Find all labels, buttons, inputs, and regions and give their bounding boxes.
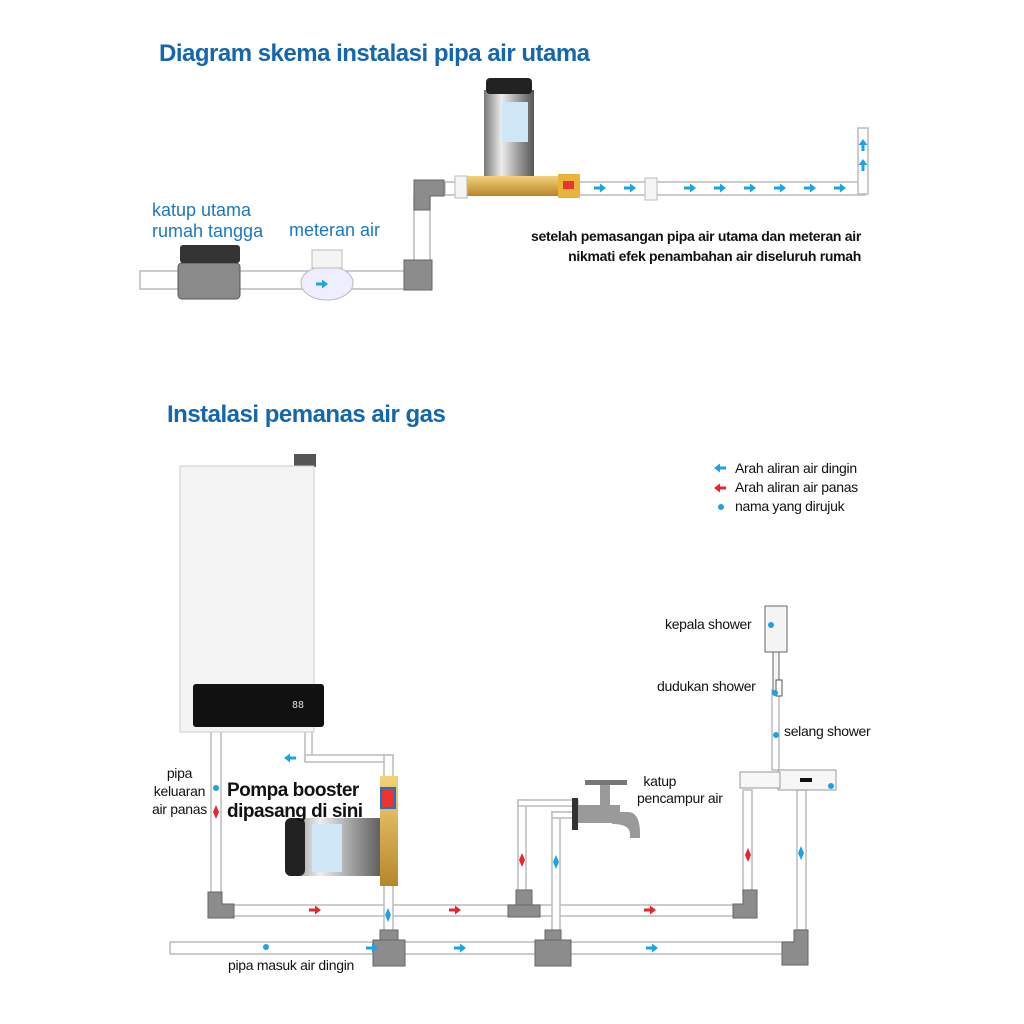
chimney [294, 454, 316, 467]
legend-dot-icon [718, 504, 724, 510]
label-mixer-valve-line: pencampur air [637, 790, 723, 806]
cold-flow-arrow-icon [858, 139, 868, 151]
hot-flow-arrow-icon [449, 905, 461, 915]
section2-title: Instalasi pemanas air gas [167, 401, 446, 428]
reference-dot-icon [828, 783, 834, 789]
hot-flow-arrow-icon [644, 905, 656, 915]
cold-flow-arrow-icon [316, 279, 328, 289]
elbow-fitting [781, 929, 809, 966]
tap-hot-pipe-v [517, 799, 527, 896]
label-shower-hose: selang shower [784, 723, 871, 739]
cold-flow-arrow-icon [284, 753, 296, 763]
svg-text:88: 88 [292, 700, 304, 711]
label-hot-out: pipa keluaran air panas [152, 764, 207, 818]
reference-dot-icon [263, 944, 269, 950]
installation-note: setelah pemasangan pipa air utama dan me… [531, 226, 861, 266]
cold-flow-arrow-icon [454, 943, 466, 953]
cold-flow-arrow-icon [366, 943, 378, 953]
hot-flow-arrow-icon [213, 805, 219, 819]
label-hot-out-line: keluaran [153, 783, 206, 799]
cold-flow-arrow-icon [594, 183, 606, 193]
label-booster-line: Pompa booster [227, 780, 359, 801]
cold-flow-arrow-icon [385, 908, 391, 922]
legend-cold: Arah aliran air dingin [735, 460, 857, 476]
cold-flow-arrow-icon [553, 855, 559, 869]
label-booster-line: dipasang di sini [227, 801, 363, 822]
legend-cold-arrow-icon [714, 463, 726, 473]
label-shower-holder: dudukan shower [657, 678, 756, 694]
cold-flow-arrow-icon [834, 183, 846, 193]
shower-holder [775, 679, 783, 697]
reference-dot-icon [213, 785, 219, 791]
cold-flow-arrow-icon [684, 183, 696, 193]
main-valve-body [177, 262, 241, 300]
section1-title: Diagram skema instalasi pipa air utama [159, 40, 590, 67]
heater-cold-pipe-h [304, 754, 394, 763]
label-cold-in: pipa masuk air dingin [228, 957, 354, 973]
elbow-fitting [413, 179, 445, 211]
cold-flow-arrow-icon [804, 183, 816, 193]
reference-dot-icon [772, 690, 778, 696]
label-hot-out-line: air panas [152, 801, 207, 817]
water-meter [300, 265, 354, 301]
cold-flow-arrow-icon [774, 183, 786, 193]
water-tap [572, 780, 640, 838]
label-main-valve-line: rumah tangga [152, 221, 264, 241]
hot-horizontal-pipe [224, 904, 746, 917]
cold-flow-arrow-icon [798, 846, 804, 860]
valve-handle [180, 245, 240, 263]
label-main-valve-line: katup utama [152, 200, 252, 220]
legend-hot: Arah aliran air panas [735, 479, 858, 495]
legend-reference: nama yang dirujuk [735, 498, 845, 514]
elbow-fitting [207, 891, 235, 919]
cold-flow-arrow-icon [714, 183, 726, 193]
tap-hot-pipe-h [517, 799, 579, 807]
hot-flow-arrow-icon [309, 905, 321, 915]
mixer-hot-pipe [742, 789, 753, 896]
shower-head [764, 605, 788, 653]
label-mixer-valve-line: katup [643, 773, 677, 789]
note-line: setelah pemasangan pipa air utama dan me… [531, 228, 861, 244]
note-line: nikmati efek penambahan air diseluruh ru… [568, 248, 861, 264]
heater-display-panel [193, 684, 324, 727]
label-hot-out-line: pipa [166, 765, 193, 781]
reference-dot-icon [773, 732, 779, 738]
cold-flow-arrow-icon [624, 183, 636, 193]
label-shower-head: kepala shower [665, 616, 752, 632]
cold-flow-arrow-icon [646, 943, 658, 953]
reference-dot-icon [768, 622, 774, 628]
cold-flow-arrow-icon [858, 159, 868, 171]
legend-hot-arrow-icon [714, 483, 726, 493]
elbow-fitting [732, 889, 758, 919]
tee-fitting [534, 929, 572, 967]
shower-hose [771, 689, 780, 771]
hot-flow-arrow-icon [745, 848, 751, 862]
label-water-meter: meteran air [289, 220, 381, 240]
tap-cold-pipe-v [551, 811, 561, 938]
cold-flow-arrow-icon [744, 183, 756, 193]
elbow-fitting [403, 259, 433, 291]
tee-fitting [507, 889, 541, 918]
mixer-cold-pipe [796, 789, 807, 931]
hot-flow-arrow-icon [519, 853, 525, 867]
tee-fitting [372, 929, 406, 967]
